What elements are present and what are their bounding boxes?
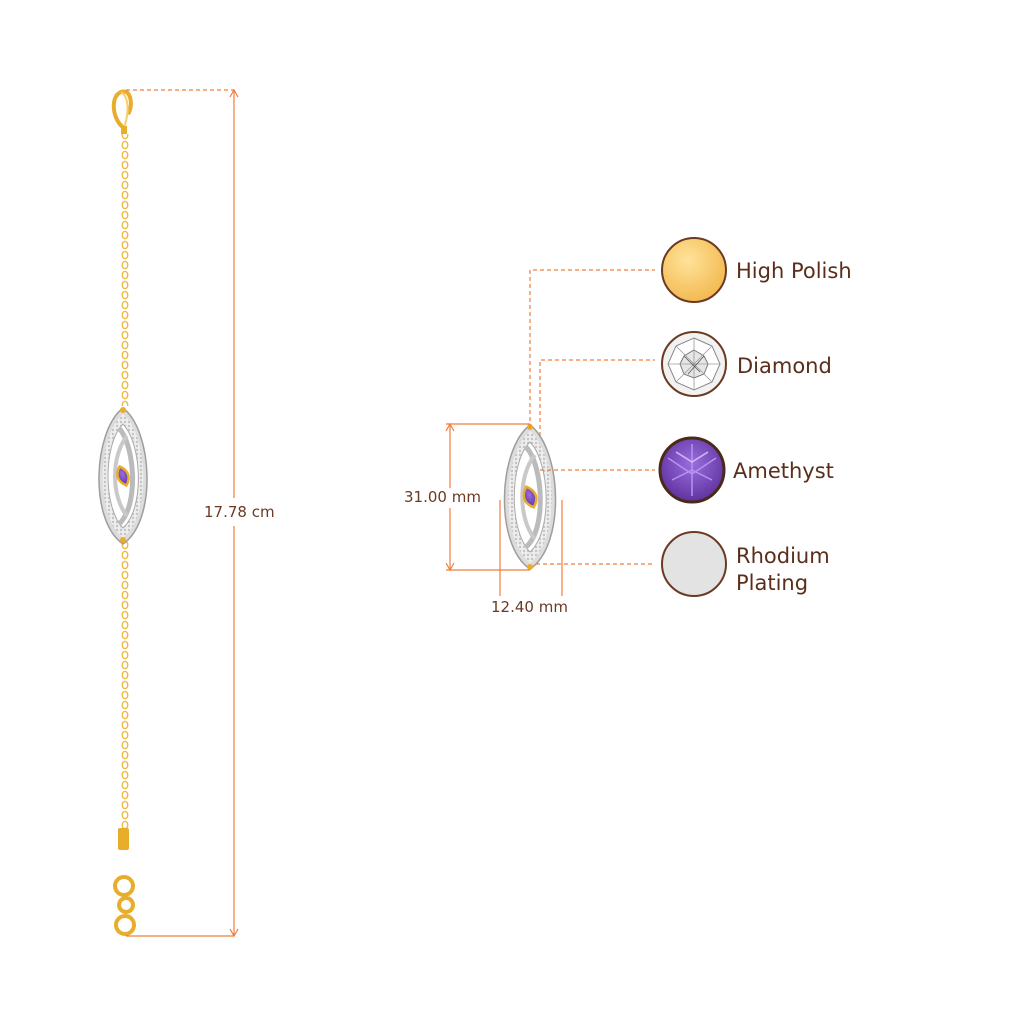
legend-label-rhodium: Rhodium Plating: [736, 544, 830, 595]
amethyst-swatch-icon: [658, 436, 726, 504]
pendant-width-dimension: [499, 500, 563, 596]
legend-label-diamond: Diamond: [737, 354, 832, 378]
legend-swatches: [658, 237, 727, 597]
total-length-dimension: [126, 88, 239, 938]
bracelet-full-view: [98, 88, 239, 938]
diamond-swatch-icon: [661, 331, 727, 397]
pendant-height-label: 31.00 mm: [404, 488, 481, 506]
pendant-detail: [503, 424, 557, 570]
legend-label-high-polish: High Polish: [736, 259, 852, 283]
legend-leader-lines: [529, 269, 655, 565]
extension-rings: [113, 875, 136, 936]
pendant-detail-view: [445, 269, 655, 596]
bracelet-pendant: [98, 407, 148, 545]
rhodium-swatch-icon: [661, 531, 727, 597]
chain-tag: [118, 828, 129, 850]
pendant-width-label: 12.40 mm: [491, 598, 568, 616]
high-polish-swatch-icon: [661, 237, 727, 303]
legend-label-amethyst: Amethyst: [733, 459, 834, 483]
lower-chain: [119, 540, 129, 828]
upper-chain: [119, 134, 129, 406]
lobster-clasp-icon: [111, 89, 133, 134]
pendant-height-dimension: [445, 422, 530, 572]
total-length-label: 17.78 cm: [204, 503, 275, 521]
